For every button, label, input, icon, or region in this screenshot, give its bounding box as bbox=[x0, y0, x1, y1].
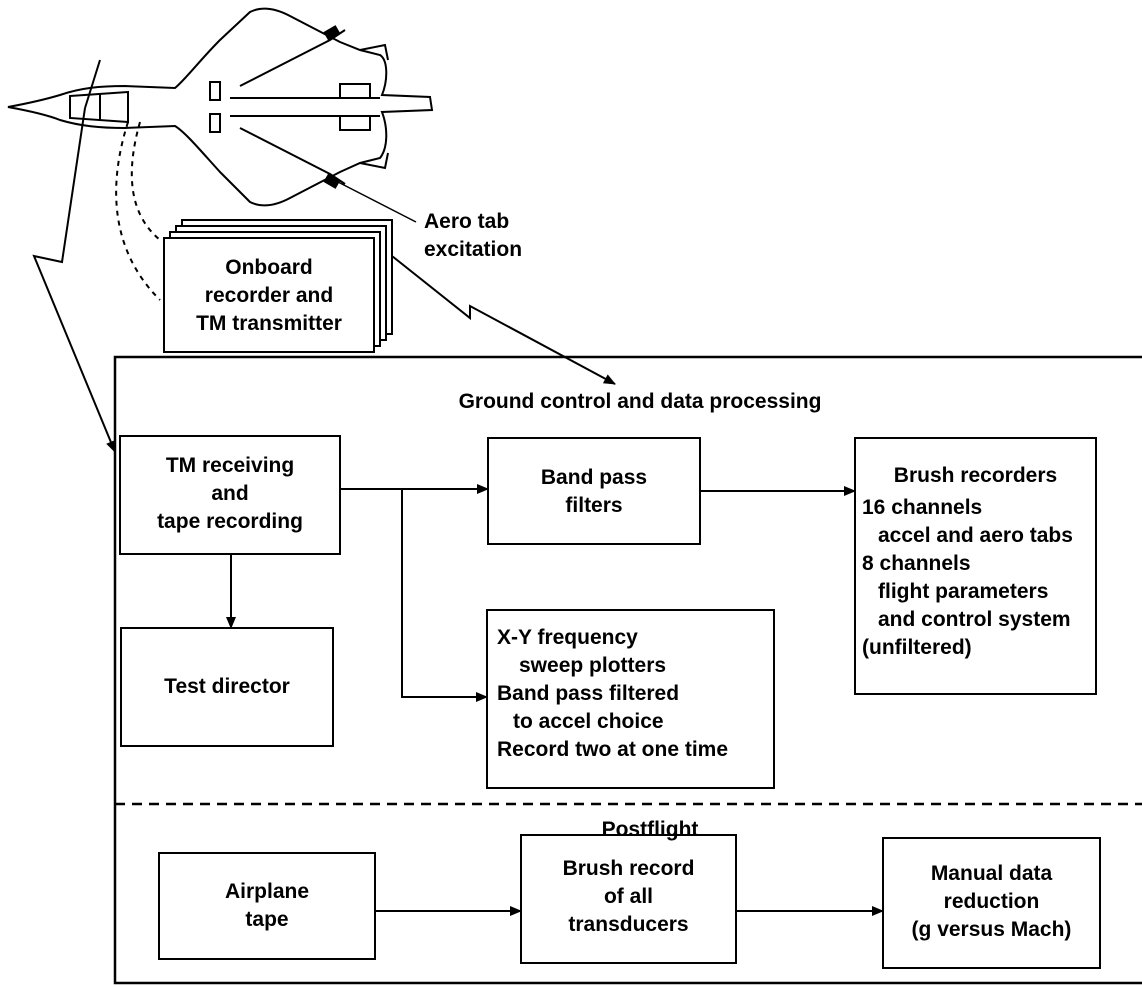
aero-tab-line-2: excitation bbox=[424, 238, 523, 261]
arrow-tm-to-xy bbox=[401, 489, 488, 702]
aero-tab-upper bbox=[323, 25, 341, 41]
aircraft-illustration bbox=[7, 7, 434, 207]
brush-record-line-3: transducers bbox=[568, 913, 689, 936]
brush-line-5: and control system bbox=[878, 608, 1071, 631]
ground-frame bbox=[113, 355, 1142, 985]
band-pass-label: Band pass filters bbox=[488, 464, 700, 520]
box-brush-recorders bbox=[854, 437, 1097, 695]
xy-line-2: sweep plotters bbox=[519, 654, 667, 677]
intake-right bbox=[209, 113, 221, 133]
airplane-tape-line-1: Airplane bbox=[224, 880, 310, 903]
onboard-recorder-label: Onboard recorder and TM transmitter bbox=[164, 254, 374, 338]
brush-line-3: 8 channels bbox=[862, 552, 971, 575]
box-xy-plotters bbox=[486, 609, 775, 789]
brush-line-6: (unfiltered) bbox=[862, 636, 972, 659]
brush-recorders-title: Brush recorders bbox=[893, 464, 1058, 487]
onboard-recorder-stack bbox=[163, 219, 393, 353]
xy-line-5: Record two at one time bbox=[497, 738, 729, 761]
box-airplane-tape bbox=[158, 852, 376, 960]
brush-record-line-1: Brush record bbox=[562, 857, 695, 880]
lightning-arrow-origin bbox=[84, 59, 101, 109]
brush-line-4: flight parameters bbox=[878, 580, 1049, 603]
brush-record-line-2: of all bbox=[603, 885, 653, 908]
manual-line-2: reduction bbox=[943, 890, 1040, 913]
manual-line-1: Manual data bbox=[930, 862, 1053, 885]
telemetry-link-recorder bbox=[391, 255, 616, 385]
onboard-line-1: Onboard bbox=[225, 256, 313, 279]
brush-line-2: accel and aero tabs bbox=[878, 524, 1073, 547]
telemetry-link-aircraft bbox=[32, 107, 116, 453]
brush-line-1: 16 channels bbox=[862, 496, 983, 519]
xy-plotters-label: X-Y frequency sweep plotters Band pass f… bbox=[497, 624, 728, 764]
tm-line-3: tape recording bbox=[157, 510, 303, 533]
box-test-director bbox=[120, 627, 334, 747]
tail-right bbox=[359, 152, 389, 170]
cable-dashed-2 bbox=[130, 121, 161, 241]
tm-line-1: TM receiving bbox=[165, 454, 295, 477]
test-director-label: Test director bbox=[164, 675, 290, 698]
aero-tab-leader bbox=[337, 181, 417, 223]
aero-tab-label: Aero tab excitation bbox=[424, 208, 522, 264]
airplane-tape-line-2: tape bbox=[245, 908, 289, 931]
box-brush-record bbox=[520, 834, 737, 964]
intake-left bbox=[209, 81, 221, 101]
onboard-line-2: recorder and bbox=[204, 284, 334, 307]
tm-line-2: and bbox=[211, 482, 249, 505]
section-ground: Ground control and data processing bbox=[458, 390, 822, 413]
aero-tab-lower bbox=[323, 173, 341, 189]
band-pass-line-1: Band pass bbox=[540, 466, 648, 489]
aero-tab-line-1: Aero tab bbox=[424, 210, 510, 233]
exhaust-left bbox=[339, 83, 371, 99]
manual-line-3: (g versus Mach) bbox=[911, 918, 1072, 941]
cable-dashed-1 bbox=[115, 121, 161, 301]
box-band-pass bbox=[487, 437, 701, 545]
tail-left bbox=[359, 43, 389, 61]
tm-receiving-label: TM receiving and tape recording bbox=[120, 452, 340, 536]
onboard-line-3: TM transmitter bbox=[196, 312, 342, 335]
fuselage-outline bbox=[7, 7, 434, 207]
box-manual-reduction bbox=[882, 837, 1101, 969]
airplane-tape-label: Airplane tape bbox=[159, 878, 375, 934]
xy-line-4: to accel choice bbox=[513, 710, 664, 733]
manual-reduction-label: Manual data reduction (g versus Mach) bbox=[883, 860, 1100, 944]
section-postflight: Postflight bbox=[601, 818, 699, 841]
brush-record-label: Brush record of all transducers bbox=[521, 855, 736, 939]
box-tm-receiving bbox=[119, 435, 341, 555]
xy-line-3: Band pass filtered bbox=[497, 682, 680, 705]
exhaust-right bbox=[339, 115, 371, 131]
band-pass-line-2: filters bbox=[565, 494, 623, 517]
xy-line-1: X-Y frequency bbox=[497, 626, 638, 649]
brush-recorders-details: 16 channels accel and aero tabs 8 channe… bbox=[862, 494, 1073, 662]
